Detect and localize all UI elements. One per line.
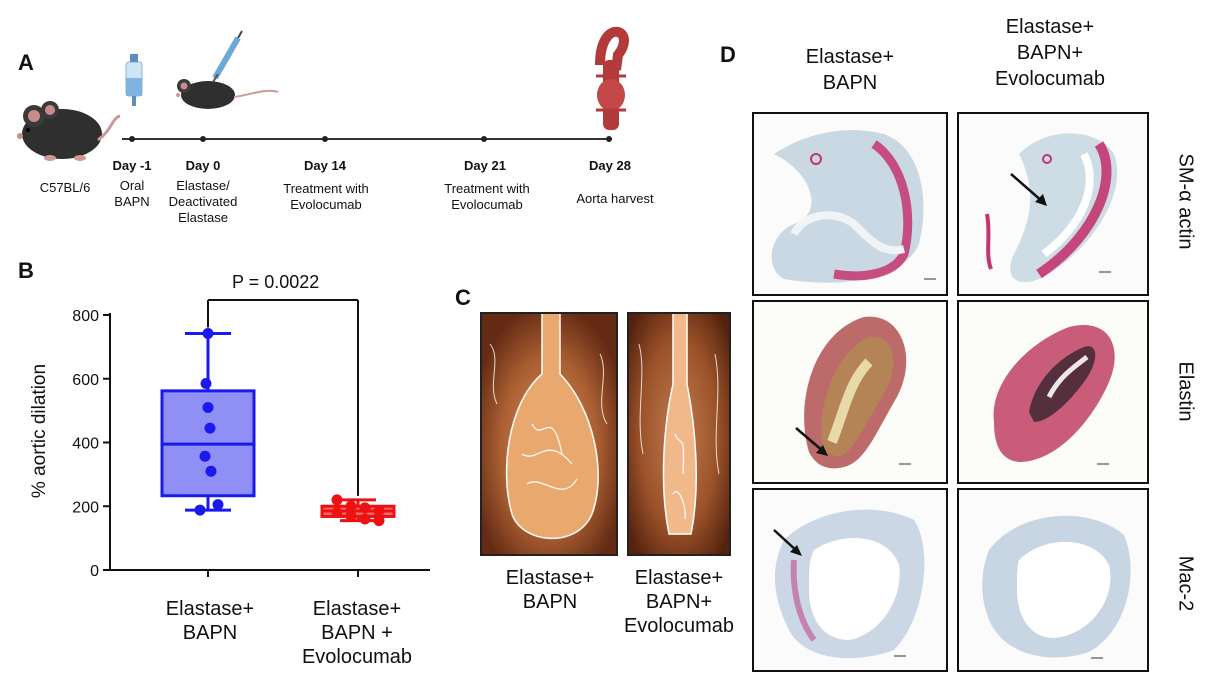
mouse-strain-label: C57BL/6 [39,180,91,195]
category-label-2: Elastase+ BAPN + Evolocumab [301,598,413,668]
tick-day-21 [481,136,487,142]
data-point [331,507,343,519]
timeline-day-2: Day 0 [185,158,221,173]
timeline-day-5: Day 28 [589,158,631,173]
data-point [212,499,224,511]
timeline-desc-1: Oral BAPN [114,178,150,209]
histology-mac2-bapn [752,488,948,672]
box-plot-chart: 0 200 400 600 800 [72,299,430,580]
tick-day-28 [606,136,612,142]
arrow-elastin [795,427,825,453]
timeline-desc-3: Treatment with Evolocumab [283,181,369,212]
data-point [373,515,385,527]
timeline-desc-2: Elastase/ Deactivated Elastase [168,178,238,225]
histology-sma-evolocumab [957,112,1149,296]
data-point [204,422,216,434]
column-header-evolocumab: Elastase+ BAPN+ Evolocumab [994,16,1106,90]
data-point [200,378,212,390]
histology-mac2-evolocumab [957,488,1149,672]
timeline-desc-4: Treatment with Evolocumab [444,181,530,212]
data-point [345,510,357,522]
data-point [331,494,343,506]
panel-c-letter: C [455,285,471,310]
tick-day-0 [200,136,206,142]
photo-label-evolocumab: Elastase+ BAPN+ Evolocumab [623,567,735,637]
data-point [373,505,385,517]
timeline-graphic [17,26,629,161]
histology-sma-bapn [752,112,948,296]
data-point [345,500,357,512]
data-point [202,327,214,339]
aorta-photo-evolocumab [627,312,731,556]
y-tick-label: 0 [90,563,99,580]
row-label-elastin: Elastin [1174,361,1197,422]
p-value-label: P = 0.0022 [232,272,320,292]
timeline-desc-5: Aorta harvest [576,191,654,206]
mouse-icon [17,101,121,161]
timeline-ticks [129,136,612,142]
data-point [202,401,214,413]
timeline-day-4: Day 21 [464,158,506,173]
tick-day-14 [322,136,328,142]
data-point [194,504,206,516]
panel-b-letter: B [18,258,34,283]
y-tick-label: 600 [72,372,99,389]
data-point [359,502,371,514]
panel-d-letter: D [720,42,736,67]
data-point [359,513,371,525]
aorta-icon [595,26,629,130]
row-label-mac2: Mac-2 [1174,555,1197,612]
category-label-1: Elastase+ BAPN [165,598,255,644]
y-tick-label: 400 [72,436,99,453]
data-point [199,450,211,462]
histology-elastin-bapn [752,300,948,484]
photo-label-bapn: Elastase+ BAPN [505,567,595,613]
column-header-bapn: Elastase+ BAPN [805,46,895,94]
mouse-injection-icon [176,30,279,109]
aorta-photo-bapn [480,312,618,556]
row-label-sma: SM-α actin [1174,153,1197,250]
timeline-day-1: Day -1 [112,158,152,173]
panel-a-letter: A [18,50,34,75]
y-tick-label: 200 [72,499,99,516]
arrow-sma [1010,173,1044,203]
timeline-day-3: Day 14 [304,158,346,173]
histology-elastin-evolocumab [957,300,1149,484]
data-point [205,465,217,477]
y-tick-label: 800 [72,308,99,325]
tick-day-minus1 [129,136,135,142]
water-bottle-icon [125,54,143,106]
